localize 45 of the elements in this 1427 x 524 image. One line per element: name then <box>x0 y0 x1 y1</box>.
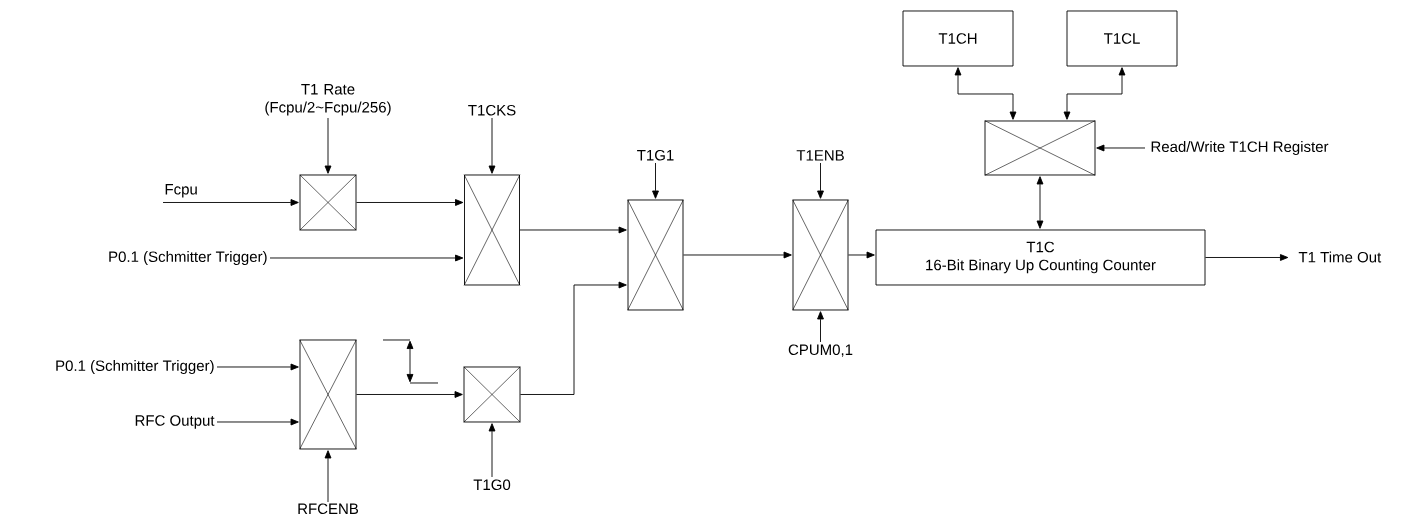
signal-label: T1 Rate (Fcpu/2~Fcpu/256) <box>265 84 391 116</box>
signal-label: P0.1 (Schmitter Trigger) <box>56 360 214 374</box>
signal-label: T1G1 <box>637 149 674 161</box>
multiplexer-box <box>299 174 357 231</box>
multiplexer-box <box>984 120 1096 176</box>
arrow <box>269 254 464 262</box>
multiplexer-box <box>299 339 357 450</box>
arrow <box>652 162 659 199</box>
multiplexer-box <box>463 174 521 286</box>
arrow <box>1096 144 1146 152</box>
arrow <box>519 226 627 234</box>
arrow <box>848 251 875 259</box>
arrow <box>356 199 464 206</box>
signal-label: Read/Write T1CH Register <box>1151 141 1329 155</box>
arrow <box>488 117 496 174</box>
signal-label: P0.1 (Schmitter Trigger) <box>109 251 267 265</box>
signal-label: T1ENB <box>796 150 844 161</box>
signal-label: Fcpu <box>165 184 197 198</box>
arrow <box>216 363 299 371</box>
arrow <box>954 67 1017 120</box>
multiplexer-box <box>792 199 849 311</box>
arrow <box>324 117 332 174</box>
arrow <box>1036 176 1044 229</box>
signal-label: CPUM0,1 <box>788 344 853 357</box>
arrow <box>817 311 824 343</box>
arrow <box>356 391 463 398</box>
arrow <box>1063 67 1126 120</box>
signal-label: T1G0 <box>473 479 511 491</box>
multiplexer-box <box>463 366 521 423</box>
signal-label: RFC Output <box>135 415 215 429</box>
register-box: T1C 16-Bit Binary Up Counting Counter <box>875 229 1206 286</box>
signal-label: RFCENB <box>298 503 359 515</box>
arrow <box>520 281 627 395</box>
signal-label: T1 Time Out <box>1298 251 1382 263</box>
arrow <box>324 450 332 503</box>
signal-label: T1CKS <box>468 104 516 116</box>
arrow <box>817 162 824 199</box>
arrow <box>216 418 299 426</box>
register-box: T1CH <box>902 10 1014 67</box>
arrow <box>1205 254 1289 261</box>
register-box: T1CL <box>1066 10 1178 67</box>
arrow <box>683 251 792 259</box>
multiplexer-box <box>627 199 684 311</box>
arrow <box>162 199 299 206</box>
arrow <box>488 423 496 478</box>
